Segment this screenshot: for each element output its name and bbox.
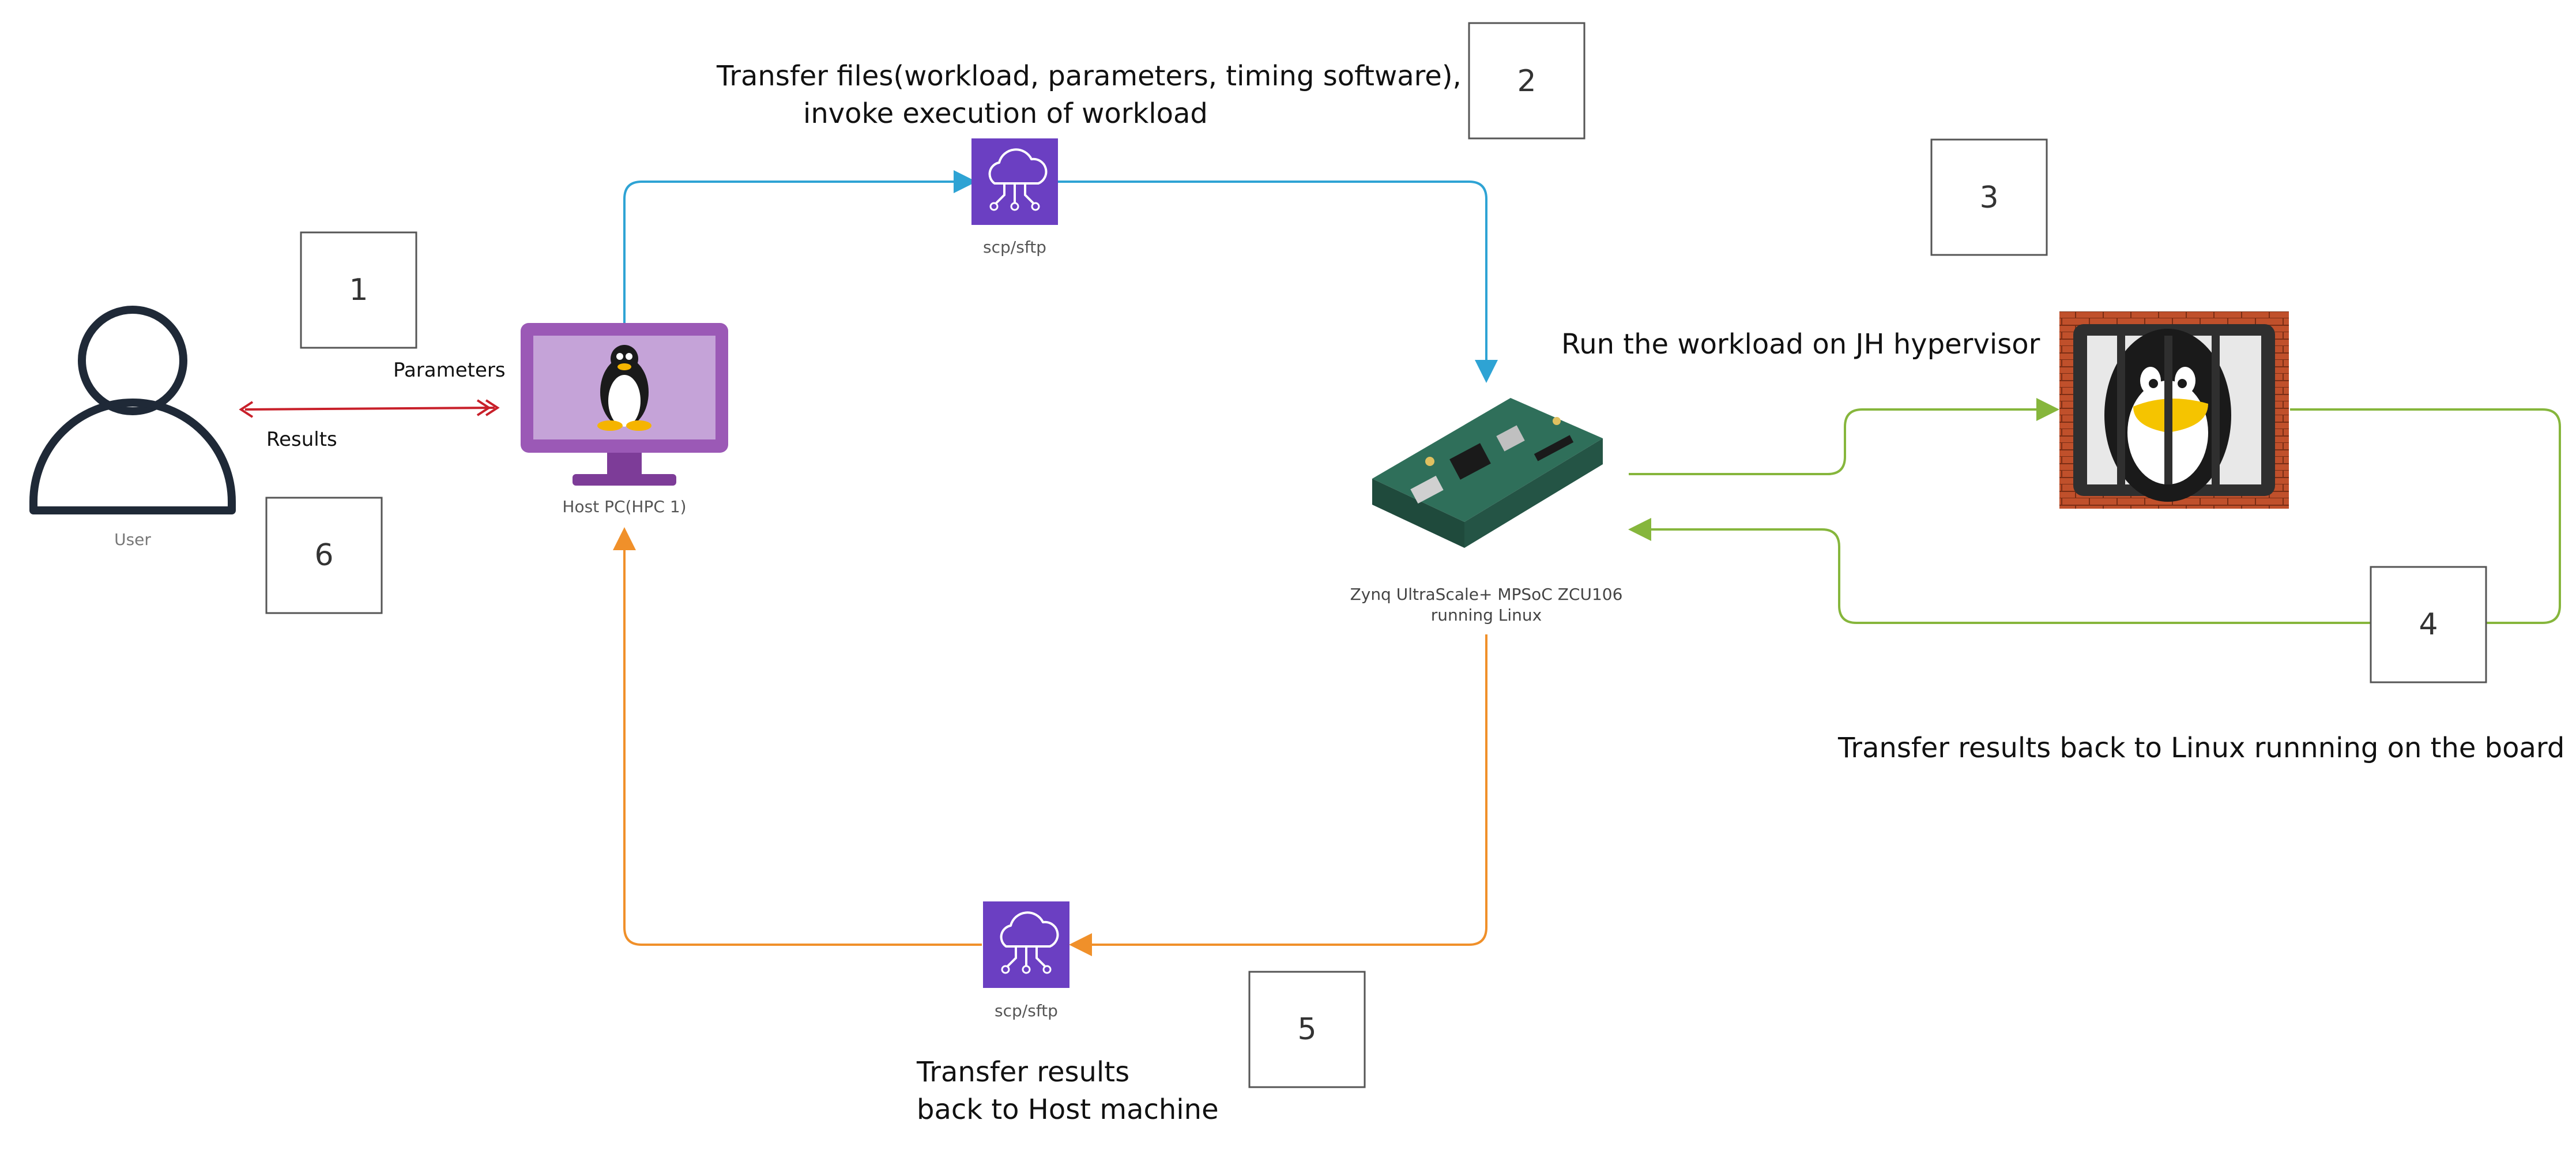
annotation-transfer-files-line2: invoke execution of workload bbox=[803, 97, 1208, 130]
connector-user-host bbox=[239, 399, 500, 418]
host-pc-label: Host PC(HPC 1) bbox=[562, 497, 686, 516]
svg-text:4: 4 bbox=[2419, 607, 2438, 642]
connector-jail-to-board bbox=[1628, 408, 2561, 624]
connector-board-to-scp bbox=[1069, 634, 1487, 956]
tux-icon bbox=[597, 345, 651, 431]
annotation-transfer-linux: Transfer results back to Linux runnning … bbox=[1837, 732, 2564, 764]
annotation-transfer-host-line2: back to Host machine bbox=[917, 1093, 1219, 1126]
step-box-5: 5 bbox=[1248, 971, 1366, 1088]
board-label-line2: running Linux bbox=[1431, 606, 1542, 625]
step-box-4: 4 bbox=[2370, 566, 2487, 683]
jailed-tux-icon bbox=[2059, 311, 2289, 509]
step-box-6: 6 bbox=[265, 497, 383, 614]
board-icon bbox=[1372, 398, 1603, 548]
annotation-parameters: Parameters bbox=[393, 359, 506, 382]
connector-scp-to-host bbox=[613, 527, 982, 946]
step-box-2: 2 bbox=[1468, 22, 1585, 140]
connector-scp-to-board bbox=[1057, 181, 1498, 383]
annotation-results: Results bbox=[266, 428, 337, 451]
svg-text:1: 1 bbox=[349, 273, 368, 307]
connector-board-to-jail bbox=[1629, 398, 2059, 475]
annotation-run-workload: Run the workload on JH hypervisor bbox=[1561, 328, 2040, 360]
cloud-transfer-icon bbox=[983, 901, 1069, 988]
scp-bottom-label: scp/sftp bbox=[995, 1001, 1058, 1020]
scp-top-label: scp/sftp bbox=[983, 238, 1046, 257]
host-pc-icon bbox=[521, 323, 728, 486]
board-label-line1: Zynq UltraScale+ MPSoC ZCU106 bbox=[1350, 585, 1623, 604]
svg-text:3: 3 bbox=[1979, 181, 1998, 215]
svg-text:2: 2 bbox=[1517, 64, 1536, 99]
annotation-transfer-host-line1: Transfer results bbox=[916, 1056, 1129, 1088]
user-label: User bbox=[114, 530, 151, 549]
svg-text:5: 5 bbox=[1297, 1012, 1316, 1047]
user-icon bbox=[29, 306, 236, 514]
annotation-transfer-files-line1: Transfer files(workload, parameters, tim… bbox=[716, 60, 1462, 92]
cloud-transfer-icon bbox=[971, 138, 1058, 225]
step-box-3: 3 bbox=[1930, 138, 2048, 256]
svg-text:6: 6 bbox=[314, 538, 333, 573]
connector-host-to-scp bbox=[623, 170, 977, 330]
step-box-1: 1 bbox=[300, 231, 417, 349]
